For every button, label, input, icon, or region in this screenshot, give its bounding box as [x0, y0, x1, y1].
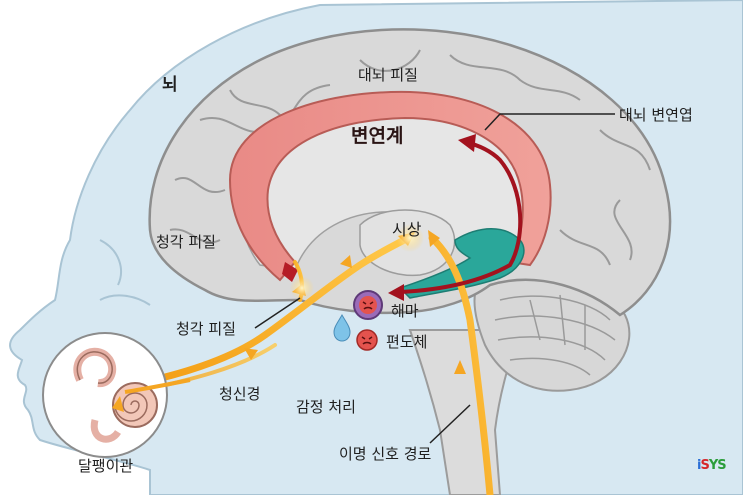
amygdala-icon — [357, 330, 377, 350]
label-cerebral-cortex: 대뇌 피질 — [358, 64, 418, 85]
label-hippocampus: 해마 — [391, 300, 419, 321]
label-auditory-cortex-upper: 청각 피질 — [156, 231, 216, 252]
hippocampus-icon — [354, 291, 382, 319]
label-emotion-processing: 감정 처리 — [296, 396, 356, 417]
label-limbic-lobe: 대뇌 변연엽 — [619, 104, 693, 125]
label-limbic-system: 변연계 — [351, 121, 403, 148]
label-tinnitus-pathway: 이명 신호 경로 — [339, 443, 431, 464]
cortex-glow — [290, 276, 314, 300]
label-brain: 뇌 — [162, 70, 178, 95]
label-thalamus: 시상 — [392, 216, 421, 240]
label-amygdala: 편도체 — [386, 331, 427, 352]
label-auditory-nerve: 청신경 — [219, 383, 260, 404]
label-auditory-cortex-lower: 청각 피질 — [176, 318, 236, 339]
label-cochlea: 달팽이관 — [78, 455, 133, 476]
brand-logo: iSYS — [697, 458, 726, 473]
